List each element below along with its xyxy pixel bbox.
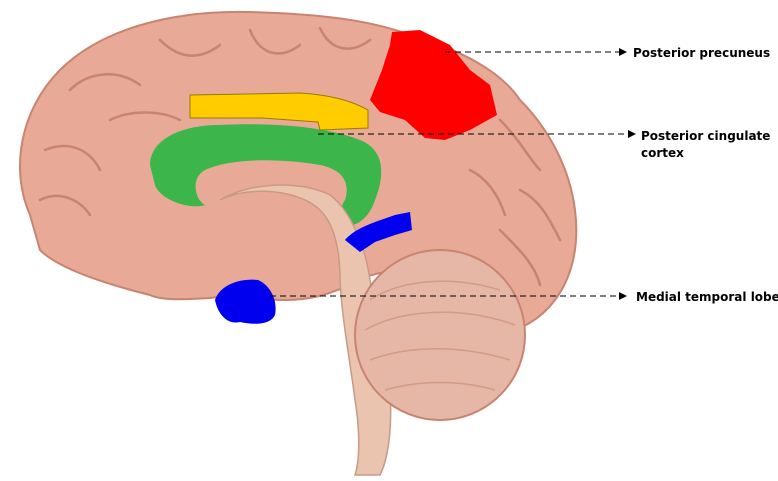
posterior-precuneus-region — [370, 30, 497, 140]
brainstem — [219, 184, 392, 476]
label-posterior-cingulate-line2: cortex — [641, 146, 684, 160]
cerebellum-folia — [364, 280, 516, 391]
corpus-callosum-region — [150, 124, 382, 225]
label-posterior-precuneus: Posterior precuneus — [633, 46, 771, 60]
label-posterior-cingulate-line1: Posterior cingulate — [641, 129, 771, 143]
medial-temporal-region-upper — [345, 212, 412, 252]
label-medial-temporal-lobe: Medial temporal lobe — [636, 290, 778, 304]
cerebellum — [354, 249, 526, 421]
medial-temporal-region-lower — [215, 279, 276, 324]
posterior-cingulate-region — [189, 92, 369, 131]
label-posterior-cingulate: Posterior cingulate cortex — [641, 128, 770, 162]
